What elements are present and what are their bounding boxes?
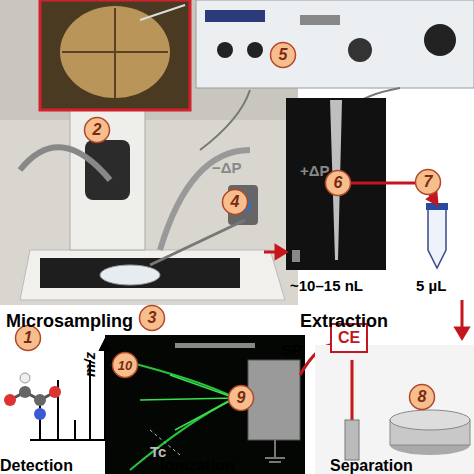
figure-label: +ΔP <box>300 163 330 178</box>
callout-circle: 3 <box>138 304 166 332</box>
callout-number: 9 <box>237 390 246 406</box>
mass-spectrum <box>30 340 110 440</box>
molecule <box>4 373 61 420</box>
spray-photo <box>105 335 305 474</box>
vial <box>428 208 446 268</box>
callout-number: 1 <box>24 330 33 346</box>
callout-circle: 9 <box>227 384 255 412</box>
figure-label: SP <box>282 342 302 357</box>
figure-label: 5 µL <box>416 278 446 293</box>
figure-label: Ionization <box>160 458 235 474</box>
callout-circle: 4 <box>221 188 249 216</box>
callout-number: 7 <box>424 174 433 190</box>
embryo-inset <box>40 0 190 110</box>
figure-label: Separation <box>330 458 413 474</box>
flow-arrows <box>264 183 468 338</box>
callout-circle: 8 <box>408 383 436 411</box>
pressure-controller <box>196 0 474 88</box>
callout-number: 2 <box>93 122 102 138</box>
callout-number: 5 <box>279 47 288 63</box>
callout-circle: 2 <box>83 116 111 144</box>
callout-number: 10 <box>118 359 132 372</box>
figure-label: ~10–15 nL <box>290 278 363 293</box>
figure-label: Tc <box>150 444 166 459</box>
figure-label: m/z <box>82 352 97 377</box>
callout-number: 3 <box>148 310 157 326</box>
callout-circle: 5 <box>269 41 297 69</box>
figure-label: Detection <box>0 458 73 474</box>
callout-number: 4 <box>231 194 240 210</box>
figure-label: Extraction <box>300 312 388 330</box>
callout-number: 6 <box>334 175 343 191</box>
callout-number: 8 <box>418 389 427 405</box>
figure-label: Microsampling <box>6 312 133 330</box>
microscope-photo <box>0 0 298 305</box>
callout-circle: 10 <box>111 351 139 379</box>
callout-circle: 7 <box>414 168 442 196</box>
figure-label: −ΔP <box>212 160 242 175</box>
component-label: CE <box>338 330 360 346</box>
